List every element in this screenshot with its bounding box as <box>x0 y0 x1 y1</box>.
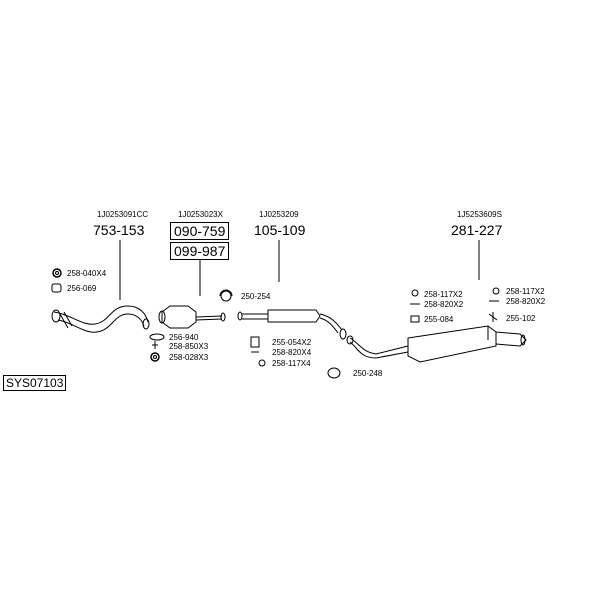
fitting-label[interactable]: 258-117X4 <box>272 359 311 368</box>
part-number-middle-silencer: 1J0253209 <box>259 210 299 219</box>
fitting-label[interactable]: 250-254 <box>241 292 271 301</box>
rear-silencer <box>346 325 527 363</box>
clamp-icon <box>220 290 232 302</box>
fitting-label[interactable]: 258-117X2 <box>424 290 463 299</box>
gasket-icon <box>51 283 62 293</box>
ref-front-pipe[interactable]: 753-153 <box>93 222 145 238</box>
fitting-label[interactable]: 255-102 <box>506 314 536 323</box>
clamp-icon <box>219 289 233 297</box>
fitting-label[interactable]: 258-820X2 <box>424 300 464 309</box>
rubber-mount-icon <box>410 315 420 323</box>
fitting-label[interactable]: 258-850X3 <box>169 342 209 351</box>
ref-catalytic-converter-secondary[interactable]: 099-987 <box>170 242 230 260</box>
front-pipe <box>51 305 150 333</box>
ref-rear-silencer[interactable]: 281-227 <box>451 222 503 238</box>
fitting-label[interactable]: 258-028X3 <box>169 353 209 362</box>
fitting-label[interactable]: 256-940 <box>169 333 199 342</box>
fitting-label[interactable]: 250-248 <box>353 369 383 378</box>
washer-icon <box>492 287 500 295</box>
part-number-catalytic-converter: 1J0253023X <box>178 210 223 219</box>
nut-icon <box>55 271 59 275</box>
fitting-label[interactable]: 258-040X4 <box>67 269 107 278</box>
fitting-label[interactable]: 258-820X2 <box>506 297 546 306</box>
middle-silencer <box>237 309 347 340</box>
nut-icon <box>153 355 157 359</box>
fitting-label[interactable]: 255-054X2 <box>272 338 312 347</box>
ref-catalytic-converter-primary[interactable]: 090-759 <box>170 222 230 240</box>
rubber-mount-icon <box>488 312 498 322</box>
fitting-label[interactable]: 258-117X2 <box>506 287 545 296</box>
bolt-icon <box>152 341 158 349</box>
ref-middle-silencer[interactable]: 105-109 <box>254 222 306 238</box>
catalytic-converter <box>158 305 226 329</box>
washer-icon <box>411 289 419 297</box>
washer-icon <box>258 359 266 367</box>
fitting-label[interactable]: 258-820X4 <box>272 348 312 357</box>
clamp-icon <box>327 367 341 379</box>
fitting-label[interactable]: 256-069 <box>67 284 97 293</box>
part-number-front-pipe: 1J0253091CC <box>97 210 149 219</box>
diagram-code: SYS07103 <box>3 375 67 391</box>
ring-gasket-icon <box>149 333 165 341</box>
nut-icon <box>52 268 62 278</box>
part-number-rear-silencer: 1J5253609S <box>457 210 502 219</box>
fitting-label[interactable]: 255-084 <box>424 315 454 324</box>
bracket-icon <box>250 336 260 348</box>
nut-icon <box>150 352 160 362</box>
